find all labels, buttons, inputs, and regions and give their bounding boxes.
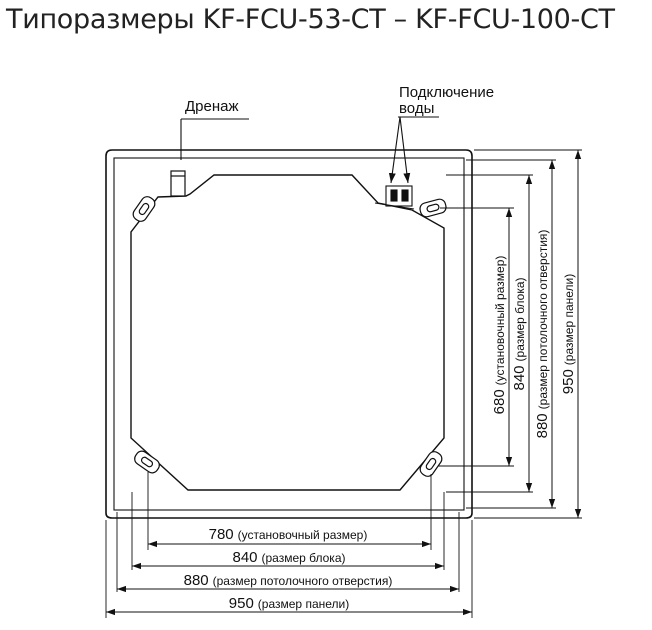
water-callout: Подключение воды (388, 84, 494, 184)
drain-pipe (170, 170, 186, 197)
page-title: Типоразмеры KF-FCU-53-CT – KF-FCU-100-CT (6, 4, 615, 35)
water-connection (374, 185, 415, 210)
mount-bracket-top-right (419, 198, 447, 218)
v-dimension-labels: 680(установочный размер) 840(размер блок… (491, 230, 577, 439)
drain-callout: Дренаж (180, 98, 249, 160)
panel-outline (105, 149, 473, 519)
dim-h-840: 840(размер блока) (232, 549, 345, 566)
mount-bracket-top-left (132, 196, 156, 222)
mount-bracket-bottom-left (134, 450, 160, 474)
h-extension-lines (105, 472, 473, 618)
v-extension-lines (438, 149, 582, 519)
drain-label: Дренаж (185, 98, 239, 115)
mount-bracket-bottom-right (419, 451, 443, 477)
dim-h-880: 880(размер потолочного отверстия) (184, 572, 393, 589)
water-label-line2: воды (399, 100, 434, 117)
h-dimension-labels: 780(установочный размер) 840(размер блок… (184, 526, 393, 612)
h-dimension-lines (106, 540, 472, 616)
dim-v-680: 680(установочный размер) (491, 256, 508, 415)
dim-v-950: 950(размер панели) (560, 274, 577, 394)
v-dimension-lines (505, 150, 582, 518)
dim-h-780: 780(установочный размер) (209, 526, 368, 543)
dim-h-950: 950(размер панели) (229, 595, 349, 612)
water-label-line1: Подключение (399, 84, 494, 101)
dim-v-880: 880(размер потолочного отверстия) (534, 230, 551, 439)
dim-v-840: 840(размер блока) (511, 277, 528, 390)
unit-body (130, 174, 445, 491)
